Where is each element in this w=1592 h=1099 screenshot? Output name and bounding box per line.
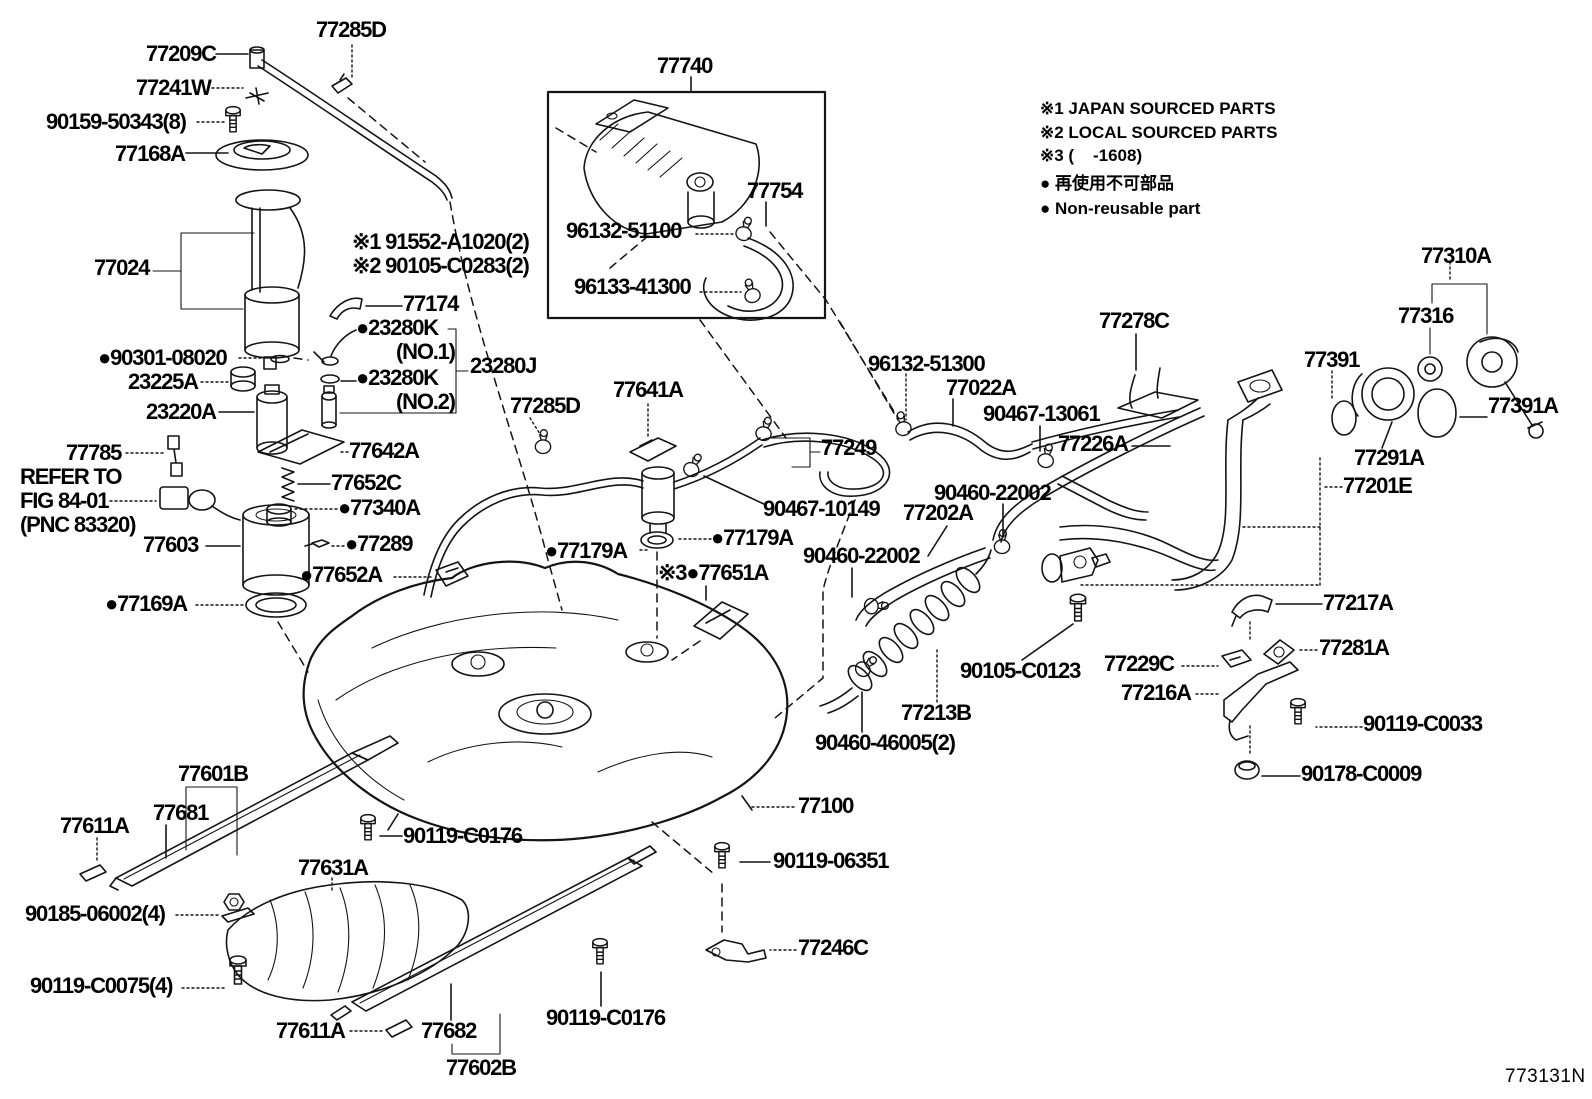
legend-line-1: ※1 JAPAN SOURCED PARTS <box>1040 99 1276 118</box>
fuel-sender-parts-drawing <box>109 201 563 673</box>
part-label-77100-62[interactable]: 77100 <box>798 793 854 818</box>
part-label-9613251100-8[interactable]: 96132-51100 <box>566 218 682 243</box>
part-label-90185060024-72[interactable]: 90185-06002(4) <box>25 901 166 926</box>
part-label-23280j-20[interactable]: 23280J <box>470 353 537 378</box>
part-label-77682-67[interactable]: 77682 <box>421 1018 477 1043</box>
part-label-77024-5[interactable]: 77024 <box>94 255 150 280</box>
part-label-pnc83320-24[interactable]: (PNC 83320) <box>20 512 136 537</box>
part-label-377651a-38[interactable]: ※3●77651A <box>658 560 769 585</box>
part-label-77217a-56[interactable]: 77217A <box>1323 590 1394 615</box>
part-label-23280k-13[interactable]: ●23280K <box>356 315 439 340</box>
part-label-77216a-59[interactable]: 77216A <box>1121 680 1192 705</box>
part-label-77391-52[interactable]: 77391 <box>1304 347 1360 372</box>
part-label-9046022002-44[interactable]: 90460-22002 <box>934 480 1052 505</box>
part-label-77291a-54[interactable]: 77291A <box>1354 445 1425 470</box>
part-label-9011906351-64[interactable]: 90119-06351 <box>773 848 889 873</box>
part-label-77631a-74[interactable]: 77631A <box>298 855 369 880</box>
part-label-77201e-55[interactable]: 77201E <box>1343 473 1413 498</box>
part-label-no2-18[interactable]: (NO.2) <box>396 389 456 414</box>
part-label-23220a-19[interactable]: 23220A <box>146 399 217 424</box>
legend-line-3: ※3 ( -1608) <box>1040 146 1143 165</box>
part-label-9030108020-15[interactable]: ●90301-08020 <box>98 345 228 370</box>
filler-pipe-drawing <box>774 261 1544 733</box>
part-label-23225a-16[interactable]: 23225A <box>128 369 199 394</box>
fuel-pump-module-drawing <box>152 44 453 370</box>
part-label-77241w-2[interactable]: 77241W <box>136 75 212 100</box>
part-label-77213b-48[interactable]: 77213B <box>901 700 972 725</box>
part-label-77652c-26[interactable]: 77652C <box>331 470 402 495</box>
part-label-23280k-17[interactable]: ●23280K <box>356 365 439 390</box>
figure-number: 773131N <box>1505 1066 1586 1087</box>
part-label-9046713061-41[interactable]: 90467-13061 <box>983 401 1101 426</box>
part-label-90159503438-3[interactable]: 90159-50343(8) <box>46 109 187 134</box>
part-label-90119c0176-63[interactable]: 90119-C0176 <box>403 823 523 848</box>
fuel-line-drawing <box>423 403 891 661</box>
part-label-77179a-37[interactable]: ●77179A <box>711 525 794 550</box>
bellows-hose-drawing <box>847 566 981 692</box>
part-label-9613341300-9[interactable]: 96133-41300 <box>574 274 692 299</box>
tank-straps-drawing <box>79 735 797 1055</box>
part-label-77179a-36[interactable]: ●77179A <box>545 538 628 563</box>
part-label-77754-7[interactable]: 77754 <box>747 178 803 203</box>
part-label-77289-29[interactable]: ●77289 <box>345 531 413 556</box>
part-label-77285d-32[interactable]: 77285D <box>510 393 581 418</box>
part-label-77174-12[interactable]: 77174 <box>403 291 459 316</box>
part-label-referto-22[interactable]: REFER TO <box>20 464 122 489</box>
legend-line-2: ※2 LOCAL SOURCED PARTS <box>1040 123 1278 142</box>
part-label-90119c0033-60[interactable]: 90119-C0033 <box>1363 711 1483 736</box>
part-label-77681-70[interactable]: 77681 <box>153 800 209 825</box>
part-label-77652a-30[interactable]: ●77652A <box>300 562 383 587</box>
part-label-90105c0123-47[interactable]: 90105-C0123 <box>960 658 1081 683</box>
part-label-77022a-40[interactable]: 77022A <box>946 375 1017 400</box>
part-label-77169a-31[interactable]: ●77169A <box>105 591 188 616</box>
part-label-77249-34[interactable]: 77249 <box>821 435 877 460</box>
part-label-77391a-53[interactable]: 77391A <box>1488 393 1559 418</box>
part-label-77740-6[interactable]: 77740 <box>657 53 713 78</box>
part-label-90460460052-49[interactable]: 90460-46005(2) <box>815 730 956 755</box>
part-label-77226a-42[interactable]: 77226A <box>1058 431 1129 456</box>
part-label-77281a-57[interactable]: 77281A <box>1319 635 1390 660</box>
part-label-77603-28[interactable]: 77603 <box>143 532 199 557</box>
part-label-90119c0176-66[interactable]: 90119-C0176 <box>546 1005 666 1030</box>
part-label-77229c-58[interactable]: 77229C <box>1104 651 1175 676</box>
part-label-9046022002-46[interactable]: 90460-22002 <box>803 543 921 568</box>
part-label-9613251300-39[interactable]: 96132-51300 <box>868 351 986 376</box>
part-label-77611a-75[interactable]: 77611A <box>276 1018 346 1043</box>
part-label-77202a-45[interactable]: 77202A <box>903 500 974 525</box>
part-label-77602b-68[interactable]: 77602B <box>446 1055 517 1080</box>
part-label-77168a-4[interactable]: 77168A <box>115 141 186 166</box>
part-label-77209c-1[interactable]: 77209C <box>146 41 217 66</box>
legend-line-4: ● 再使用不可部品 <box>1040 174 1174 193</box>
part-label-77278c-43[interactable]: 77278C <box>1099 308 1170 333</box>
part-label-77285d-0[interactable]: 77285D <box>316 17 387 42</box>
part-label-77785-21[interactable]: 77785 <box>66 440 122 465</box>
part-label-77642a-25[interactable]: 77642A <box>349 438 420 463</box>
part-label-90178c0009-61[interactable]: 90178-C0009 <box>1301 761 1422 786</box>
fuel-tank-drawing <box>302 560 796 842</box>
part-label-77340a-27[interactable]: ●77340A <box>338 495 421 520</box>
canister-box-drawing <box>546 76 899 439</box>
part-label-77611a-71[interactable]: 77611A <box>60 813 130 838</box>
part-label-no1-14[interactable]: (NO.1) <box>396 339 456 364</box>
part-label-77310a-50[interactable]: 77310A <box>1421 243 1492 268</box>
pipe-support-brackets-drawing <box>1181 594 1363 780</box>
part-label-90119c00754-73[interactable]: 90119-C0075(4) <box>30 973 173 998</box>
part-label-9046710149-35[interactable]: 90467-10149 <box>763 496 881 521</box>
legend-line-5: ● Non-reusable part <box>1040 199 1201 218</box>
part-label-290105c02832-11[interactable]: ※2 90105-C0283(2) <box>352 253 530 278</box>
part-label-191552a10202-10[interactable]: ※1 91552-A1020(2) <box>352 229 530 254</box>
part-label-77316-51[interactable]: 77316 <box>1398 303 1454 328</box>
part-label-77246c-65[interactable]: 77246C <box>798 935 869 960</box>
part-label-77601b-69[interactable]: 77601B <box>178 761 249 786</box>
part-label-77641a-33[interactable]: 77641A <box>613 377 684 402</box>
part-label-fig8401-23[interactable]: FIG 84-01 <box>20 488 109 513</box>
